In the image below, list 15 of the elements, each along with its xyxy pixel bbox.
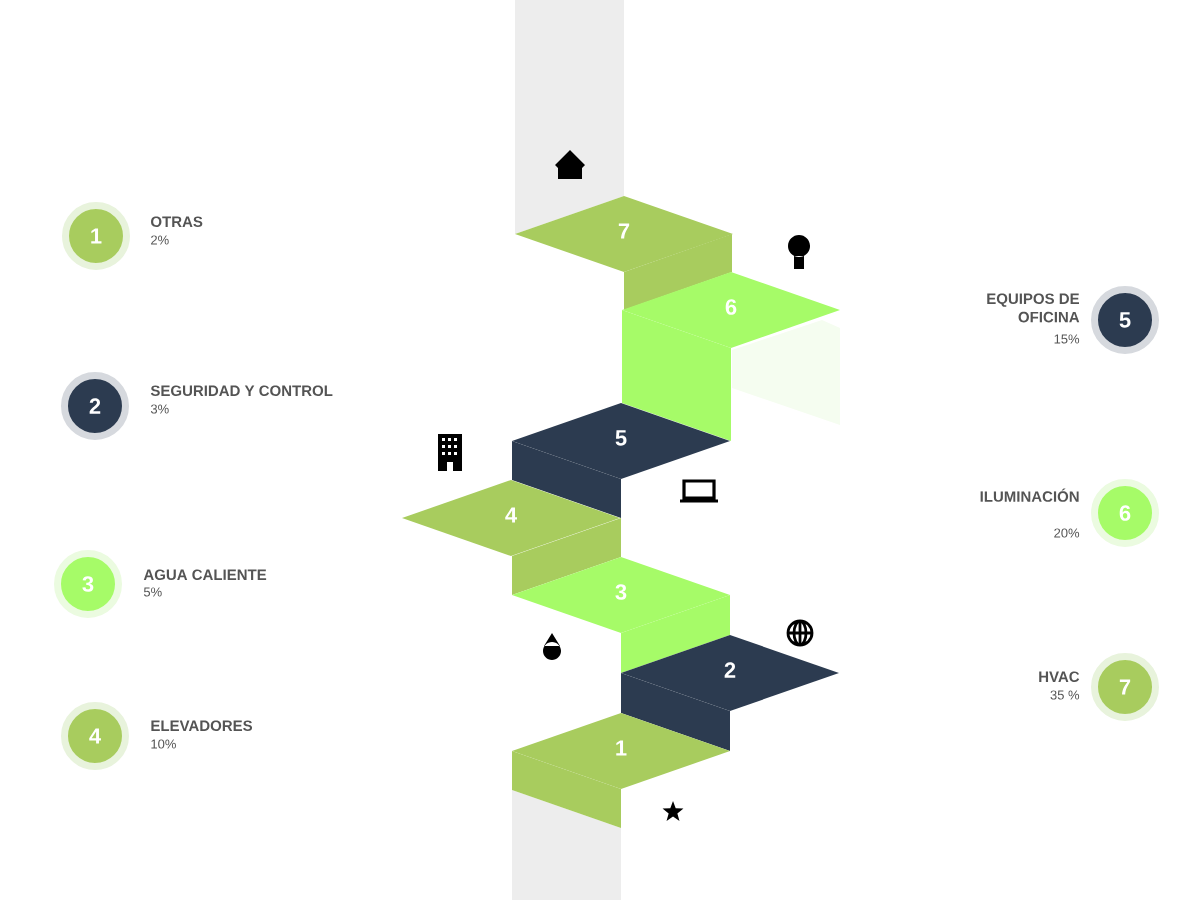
percent-label: 3% — [150, 404, 169, 414]
category-label: ELEVADORES — [151, 720, 253, 732]
percent-label: 20% — [1054, 528, 1080, 538]
category-label: HVAC — [1039, 671, 1080, 683]
percent-label: 10% — [151, 739, 176, 749]
category-label: SEGURIDAD Y CONTROL — [150, 385, 333, 397]
category-label: OTRAS — [151, 216, 203, 228]
category-label: EQUIPOS DE OFICINA — [987, 293, 1080, 323]
percent-label: 5% — [143, 587, 162, 597]
percent-label: 35 % — [1050, 690, 1080, 700]
category-label: ILUMINACIÓN — [980, 488, 1079, 502]
category-label: AGUA CALIENTE — [143, 569, 267, 581]
percent-label: 2% — [151, 235, 169, 245]
percent-label: 15% — [1054, 334, 1080, 344]
stair-step: 1 — [512, 713, 730, 900]
